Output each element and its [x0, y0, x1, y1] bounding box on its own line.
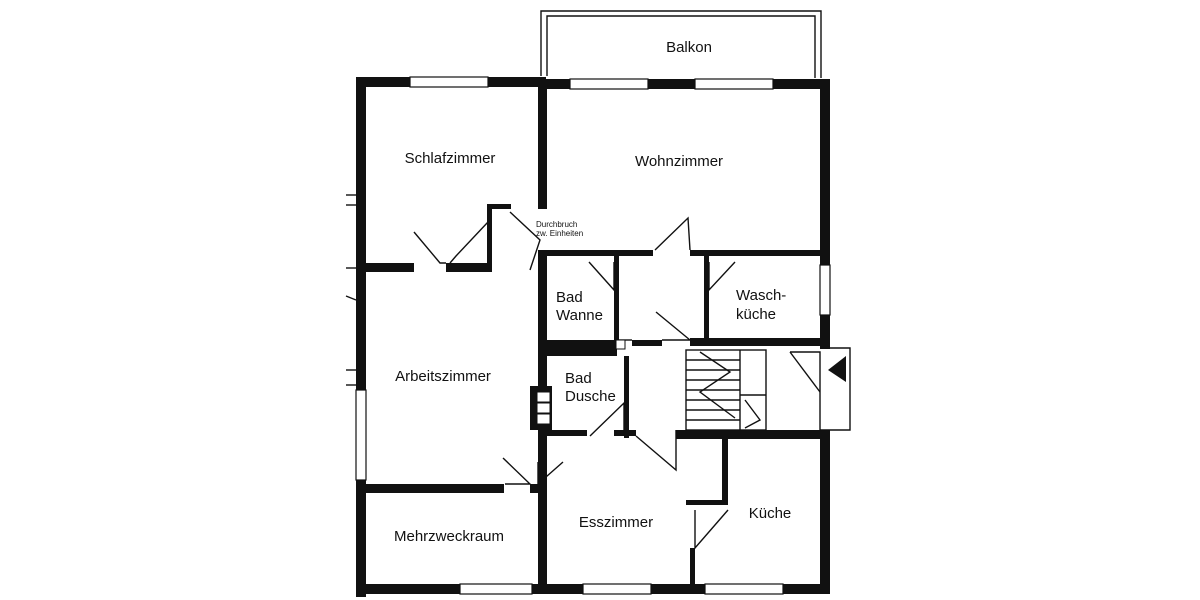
- label-esszimmer: Esszimmer: [579, 514, 653, 531]
- label-bad-wanne-line2: Wanne: [556, 307, 603, 324]
- label-waschkueche-line2: küche: [736, 306, 776, 323]
- label-arbeitszimmer: Arbeitszimmer: [395, 368, 491, 385]
- label-mehrzweckraum: Mehrzweckraum: [394, 528, 504, 545]
- label-waschkueche-line1: Wasch-: [736, 287, 786, 304]
- label-durchbruch-line1: Durchbruch: [536, 220, 577, 229]
- label-kueche: Küche: [749, 505, 792, 522]
- label-wohnzimmer: Wohnzimmer: [635, 153, 723, 170]
- label-bad-wanne-line1: Bad: [556, 289, 583, 306]
- left-side-markings: [345, 194, 366, 386]
- door-swings: [413, 211, 736, 550]
- windows: [355, 76, 831, 595]
- staircase: [685, 347, 851, 431]
- room-labels: Balkon Schlafzimmer Wohnzimmer Durchbruc…: [394, 39, 791, 545]
- entrance-arrow-icon: [828, 356, 846, 382]
- stove-icon: [530, 386, 552, 430]
- label-schlafzimmer: Schlafzimmer: [405, 150, 496, 167]
- label-balkon: Balkon: [666, 39, 712, 56]
- label-durchbruch-line2: zw. Einheiten: [536, 229, 583, 238]
- balcony-railing: [540, 10, 822, 78]
- label-bad-dusche-line2: Dusche: [565, 388, 616, 405]
- label-bad-dusche-line1: Bad: [565, 370, 592, 387]
